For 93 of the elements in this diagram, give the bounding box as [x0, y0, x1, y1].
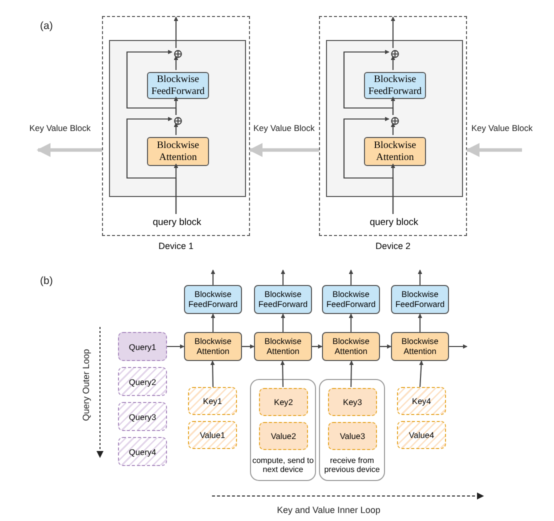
- group-caption: compute, send to next device: [251, 456, 315, 475]
- box-label: Query3: [128, 410, 158, 424]
- arrow: [380, 344, 392, 349]
- arrow: [280, 314, 286, 332]
- sum-circle-icon: [391, 117, 399, 125]
- box-label: Blockwise FeedForward: [394, 288, 446, 310]
- value-box: [397, 421, 446, 449]
- key-box: [188, 387, 237, 415]
- device-group: [250, 379, 316, 481]
- box-label: Query4: [128, 446, 158, 459]
- box-label: Blockwise FeedForward: [187, 288, 239, 310]
- arrow: [343, 116, 394, 214]
- arrow: [167, 344, 184, 349]
- arrow: [126, 116, 177, 214]
- attention-box: [254, 332, 312, 361]
- edge-label: Key Value Block: [253, 123, 315, 133]
- arrow: [390, 56, 396, 70]
- box-label: Key1: [202, 395, 223, 408]
- layer-panel: [326, 40, 463, 197]
- arrow: [210, 270, 216, 285]
- group-caption: receive from previous device: [323, 456, 381, 475]
- box-label: Query1: [128, 340, 158, 354]
- attention-box: [391, 332, 449, 361]
- arrow: [280, 270, 286, 285]
- box-label: Blockwise FeedForward: [257, 288, 309, 310]
- loop-label: Query Outer Loop: [81, 348, 91, 424]
- device-label: Device 2: [374, 241, 412, 251]
- arrow: [390, 122, 396, 135]
- arrow: [349, 360, 354, 388]
- arrow: [418, 270, 422, 285]
- sum-circle-icon: [174, 117, 182, 125]
- key-box: [328, 388, 377, 416]
- query-box: [118, 332, 167, 361]
- box-label: Value1: [198, 429, 226, 442]
- arrow: [126, 50, 177, 115]
- key-box: [259, 388, 308, 416]
- arrow: [343, 50, 394, 115]
- arrow: [210, 360, 215, 388]
- transfer-arrow: [36, 143, 102, 157]
- box-label: Blockwise Attention: [194, 334, 232, 358]
- input-label: query block: [362, 215, 426, 229]
- input-label: query block: [145, 215, 209, 229]
- box-label: Blockwise Attention: [156, 139, 200, 164]
- box-label: Blockwise FeedForward: [367, 73, 423, 98]
- panel-label: (a): [40, 20, 53, 32]
- arrow: [210, 314, 216, 332]
- box-label: Value2: [270, 430, 298, 443]
- value-box: [188, 421, 237, 449]
- transfer-arrow: [466, 143, 522, 157]
- panel-label: (b): [40, 275, 53, 287]
- arrow: [419, 360, 424, 388]
- arrow: [348, 314, 354, 332]
- edge-label: Key Value Block: [471, 123, 533, 133]
- device-group: [319, 379, 385, 481]
- arrow: [174, 122, 178, 135]
- box-label: Key3: [342, 396, 363, 409]
- query-box: [118, 402, 167, 431]
- attention-box: [364, 137, 426, 166]
- box-label: Blockwise Attention: [264, 334, 302, 358]
- sum-circle-icon: [174, 50, 182, 58]
- box-label: Key4: [411, 395, 432, 408]
- arrow: [449, 344, 468, 349]
- sum-circle-icon: [391, 50, 399, 58]
- query-box: [118, 367, 167, 396]
- box-label: Query2: [128, 376, 158, 389]
- arrow: [174, 16, 178, 48]
- device-label: Device 1: [157, 241, 194, 251]
- arrow: [348, 270, 354, 285]
- attention-box: [147, 137, 209, 166]
- box-label: Value3: [338, 430, 366, 443]
- box-label: Blockwise Attention: [400, 334, 440, 358]
- attention-box: [184, 332, 242, 361]
- layer-panel: [109, 40, 246, 197]
- box-label: Blockwise FeedForward: [325, 288, 377, 310]
- attention-box: [322, 332, 380, 361]
- arrow: [242, 344, 254, 349]
- box-label: Key2: [273, 396, 294, 409]
- box-label: Blockwise Attention: [332, 334, 370, 358]
- arrow: [390, 16, 396, 48]
- key-box: [397, 387, 446, 415]
- box-label: Blockwise FeedForward: [150, 73, 206, 98]
- arrow: [280, 360, 285, 388]
- query-box: [118, 437, 167, 466]
- arrow: [418, 314, 422, 332]
- value-box: [328, 422, 377, 450]
- value-box: [259, 422, 308, 450]
- box-label: Blockwise Attention: [372, 139, 418, 164]
- edge-label: Key Value Block: [29, 123, 91, 133]
- transfer-arrow: [248, 143, 319, 157]
- box-label: Value4: [408, 429, 436, 442]
- arrow: [312, 344, 322, 349]
- arrow: [174, 56, 178, 70]
- loop-label: Key and Value Inner Loop: [277, 505, 380, 515]
